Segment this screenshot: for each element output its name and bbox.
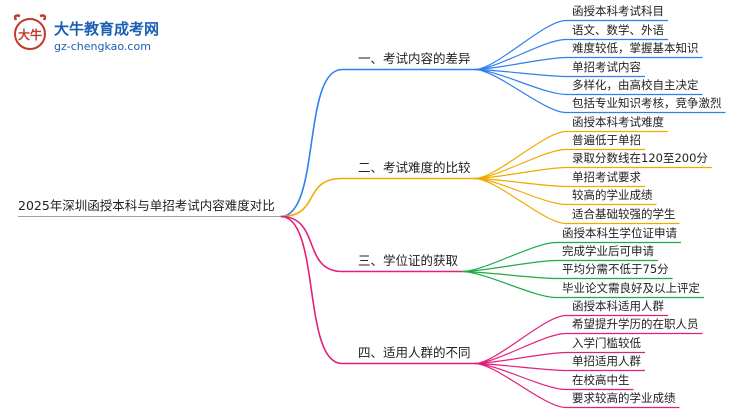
leaf-2-2: 普遍低于单招 (572, 133, 641, 147)
branch-1-connector (280, 68, 475, 218)
leaf-2-1: 函授本科考试难度 (572, 115, 664, 129)
leaf-4-2: 希望提升学历的在职人员 (572, 317, 699, 331)
bull-logo-icon: 大牛 (13, 14, 47, 50)
leaf-2-4: 单招考试要求 (572, 170, 641, 184)
branch-1-label: 一、考试内容的差异 (358, 51, 471, 66)
leaf-2-3-connector (474, 166, 712, 180)
leaf-2-2-connector (474, 148, 645, 180)
leaf-3-2: 完成学业后可申请 (562, 244, 654, 258)
leaf-1-3-connector (474, 56, 703, 71)
leaf-3-4-connector (462, 270, 704, 299)
leaf-4-2-connector (474, 332, 703, 365)
leaf-4-3-connector (474, 351, 645, 365)
leaf-1-5-connector (474, 68, 703, 96)
branch-4-label: 四、适用人群的不同 (358, 345, 471, 360)
leaf-2-6-connector (474, 177, 680, 225)
leaf-2-5-connector (474, 177, 657, 206)
leaf-1-6: 包括专业知识考核，竞争激烈 (572, 96, 722, 110)
leaf-1-1-connector (474, 19, 668, 71)
branch-3-connector (280, 215, 463, 273)
leaf-1-4-connector (474, 68, 645, 78)
leaf-4-1-connector (474, 314, 668, 365)
leaf-1-4: 单招考试内容 (572, 60, 641, 74)
leaf-4-1: 函授本科适用人群 (572, 299, 664, 313)
branch-3-label: 三、学位证的获取 (358, 253, 459, 268)
leaf-2-3: 录取分数线在120至200分 (572, 151, 708, 165)
leaf-1-2: 语文、数学、外语 (572, 23, 664, 37)
branch-4-connector (280, 215, 475, 365)
branch-2-connector (280, 177, 475, 218)
leaf-4-5-connector (474, 362, 634, 391)
leaf-2-5: 较高的学业成绩 (572, 188, 653, 202)
leaf-3-1: 函授本科生学位证申请 (562, 226, 677, 240)
leaf-4-5: 在校高中生 (572, 373, 630, 387)
logo-url: gz-chengkao.com (54, 40, 151, 53)
leaf-3-3: 平均分需不低于75分 (562, 262, 669, 276)
leaf-3-3-connector (462, 270, 673, 280)
leaf-1-6-connector (474, 68, 726, 114)
leaf-1-2-connector (474, 38, 668, 71)
site-logo[interactable]: 大牛 大牛教育成考网 gz-chengkao.com (10, 12, 180, 58)
leaf-2-1-connector (474, 130, 668, 180)
leaf-1-5: 多样化，由高校自主决定 (572, 78, 699, 92)
leaf-3-2-connector (462, 259, 658, 273)
logo-mark-text: 大牛 (18, 27, 42, 42)
leaf-4-4: 单招适用人群 (572, 354, 641, 368)
leaf-4-6-connector (474, 362, 680, 409)
logo-title: 大牛教育成考网 (54, 20, 160, 38)
root-topic: 2025年深圳函授本科与单招考试内容难度对比 (18, 198, 275, 213)
leaf-4-4-connector (474, 362, 645, 372)
leaf-2-6: 适合基础较强的学生 (572, 207, 676, 221)
leaf-3-1-connector (462, 241, 681, 273)
leaf-4-6: 要求较高的学业成绩 (572, 391, 676, 405)
leaf-3-4: 毕业论文需良好及以上评定 (562, 281, 700, 295)
leaf-1-1: 函授本科考试科目 (572, 4, 664, 18)
leaf-1-3: 难度较低，掌握基本知识 (572, 41, 699, 55)
leaf-2-4-connector (474, 177, 645, 188)
leaf-4-3: 入学门槛较低 (572, 336, 641, 350)
branch-2-label: 二、考试难度的比较 (358, 160, 471, 175)
